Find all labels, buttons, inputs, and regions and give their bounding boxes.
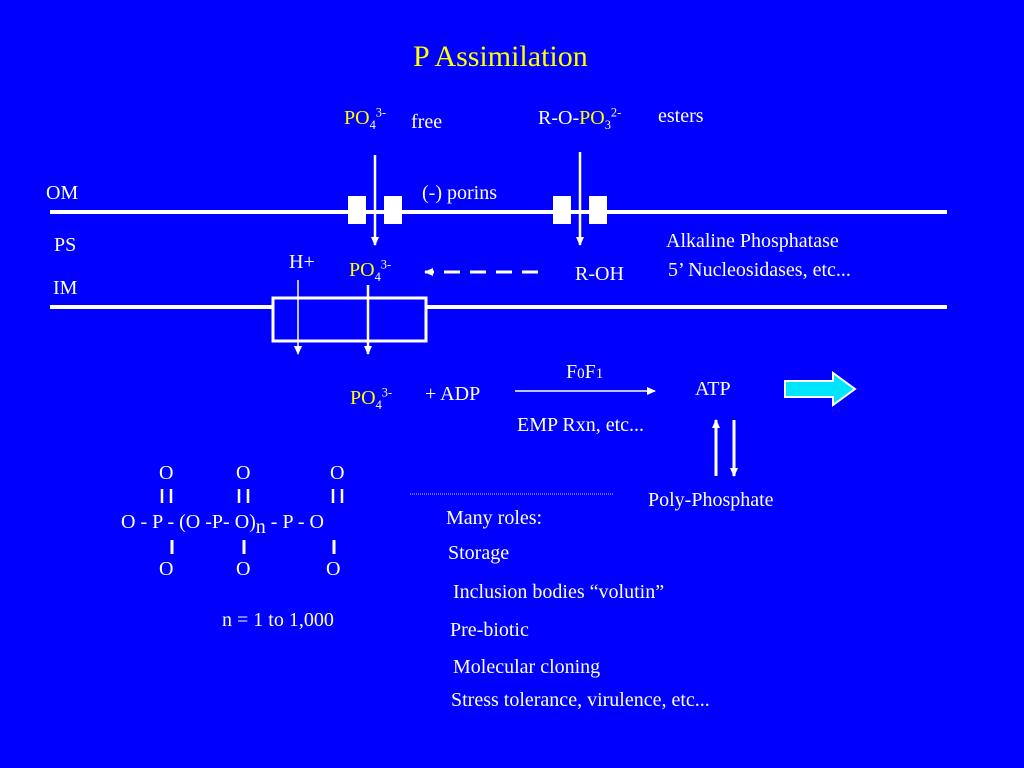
om-label: OM (46, 182, 79, 204)
structure-oxygen-bottom: O (326, 558, 341, 580)
cytoplasm-phosphate-charge: 3- (381, 385, 393, 400)
structure-oxygen-top: O (236, 462, 251, 484)
porin-left-block (384, 196, 402, 224)
periplasm-phosphate-label: PO43- (349, 257, 392, 283)
f0-subscript: 0 (577, 366, 585, 382)
repeat-subscript: n (255, 516, 266, 538)
phosphate-charge: 3- (375, 105, 387, 120)
cytoplasm-phosphate-label: PO43- (350, 385, 393, 411)
f0f1-label: F0F1 (566, 362, 603, 382)
periplasm-phosphate-subscript: 4 (374, 270, 381, 284)
ester-phosphate-symbol: PO (579, 107, 605, 129)
porins-label: (-) porins (422, 182, 497, 204)
structure-backbone: O - P - (O -P- O)n - P - O (121, 511, 324, 537)
double-bond-group (160, 489, 344, 503)
backbone-end: - P - O (265, 511, 324, 533)
ester-subscript: 3 (604, 118, 611, 132)
ester-charge: 2- (610, 105, 622, 120)
free-phosphate-label: PO43- (344, 105, 387, 131)
role-item: Molecular cloning (453, 656, 601, 678)
f0-letter: F (566, 361, 578, 383)
structure-oxygen-bottom: O (159, 558, 174, 580)
alkaline-phosphatase-label: Alkaline Phosphatase (666, 230, 839, 252)
page-title: P Assimilation (413, 40, 588, 73)
atp-label: ATP (695, 378, 731, 400)
cyan-block-arrow (784, 371, 857, 407)
structure-oxygen-top: O (330, 462, 345, 484)
porin-right-block (589, 196, 607, 224)
proton-label: H+ (289, 251, 315, 273)
cytoplasm-phosphate-symbol: PO (350, 387, 376, 409)
polyphosphate-label: Poly-Phosphate (648, 489, 774, 511)
emp-rxn-label: EMP Rxn, etc... (517, 414, 645, 436)
backbone-main: O - P - (O -P- O) (121, 511, 256, 533)
role-item: Stress tolerance, virulence, etc... (451, 689, 710, 711)
periplasm-phosphate-charge: 3- (380, 257, 392, 272)
structure-oxygen-top: O (159, 462, 174, 484)
structure-oxygen-bottom: O (236, 558, 251, 580)
phosphate-symbol: PO (344, 107, 370, 129)
plus-adp-label: + ADP (425, 383, 481, 405)
nucleosidases-label: 5’ Nucleosidases, etc... (668, 259, 851, 281)
cytoplasm-phosphate-subscript: 4 (375, 398, 382, 412)
esters-label: esters (658, 105, 704, 127)
role-item: Storage (448, 542, 510, 564)
single-bond-group (170, 540, 336, 554)
roles-heading: Many roles: (446, 507, 543, 529)
ester-prefix: R-O- (538, 107, 580, 129)
r-oh-label: R-OH (575, 263, 624, 285)
role-item: Pre-biotic (450, 619, 529, 641)
phosphate-subscript: 4 (369, 118, 376, 132)
ps-label: PS (54, 234, 77, 256)
transporter-box (271, 296, 428, 343)
periplasm-phosphate-symbol: PO (349, 259, 375, 281)
porin-right-block (553, 196, 571, 224)
ester-label: R-O-PO32- (538, 105, 622, 131)
im-label: IM (53, 277, 78, 299)
f1-subscript: 1 (595, 366, 604, 382)
role-item: Inclusion bodies “volutin” (453, 581, 665, 603)
f1-letter: F (584, 361, 596, 383)
n-range-label: n = 1 to 1,000 (222, 609, 334, 631)
free-label: free (411, 111, 443, 133)
porin-left-block (348, 196, 366, 224)
